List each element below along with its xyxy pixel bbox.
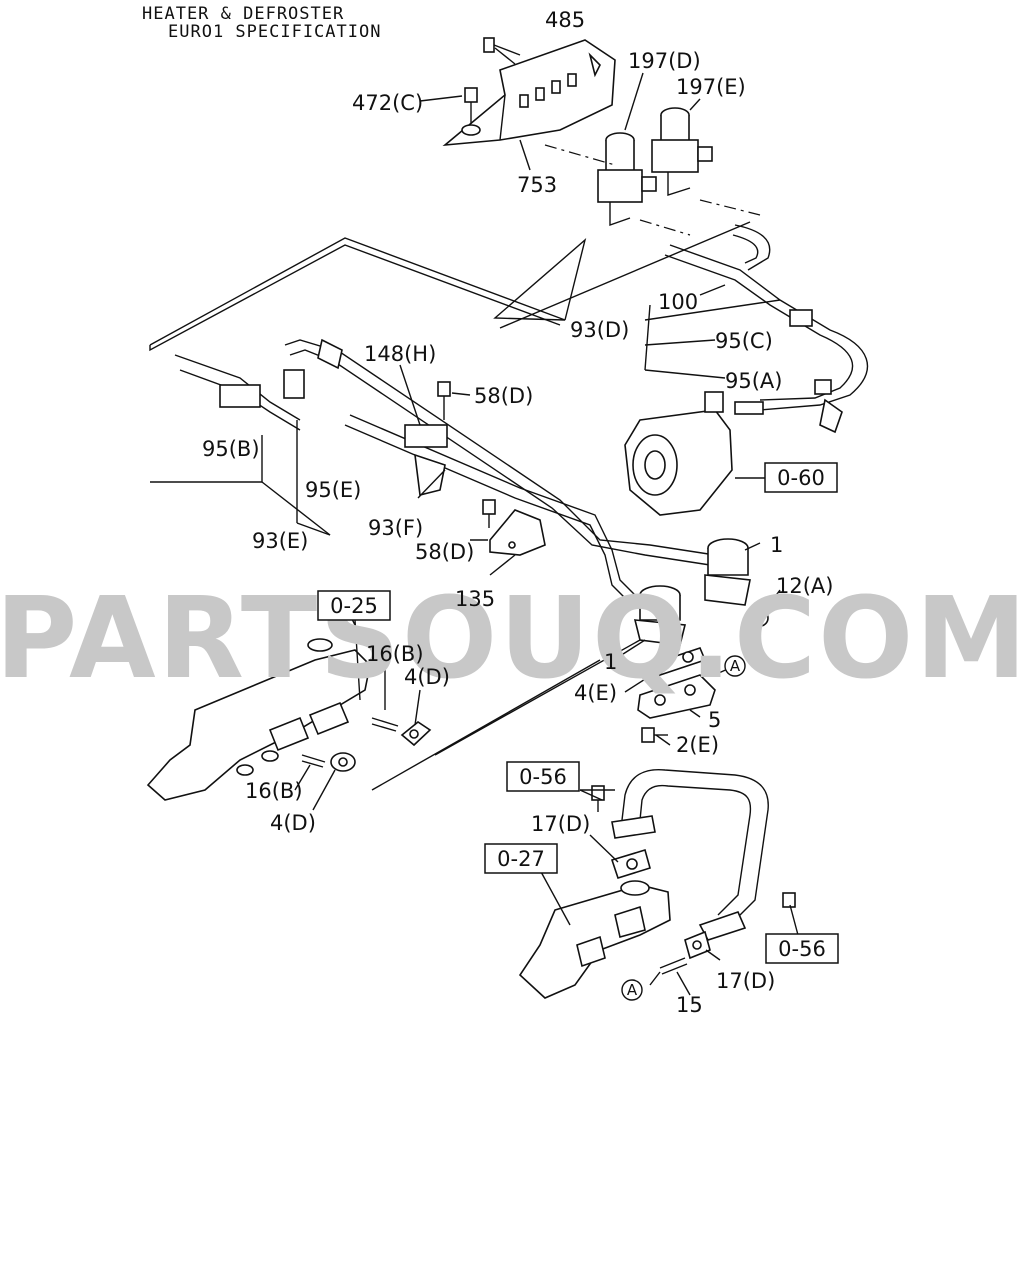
reference-0-60[interactable]: 0-60: [764, 462, 838, 493]
diagram-subtitle: EURO1 SPECIFICATION: [168, 22, 382, 42]
bracket-135: [489, 509, 546, 556]
svg-text:0-25[interactable]: 0-25: [330, 594, 378, 618]
callout-17d-lower: 17(D): [716, 969, 775, 993]
svg-text:A: A: [627, 981, 638, 999]
alternator: [624, 391, 733, 516]
stud-16b-upper: [371, 717, 399, 732]
reference-0-25[interactable]: 0-25: [317, 590, 391, 621]
pipe-5: [637, 674, 716, 719]
hose-assembly: [664, 224, 869, 434]
callout-485: 485: [545, 8, 585, 32]
callout-753: 753: [517, 173, 557, 197]
bracket-753: [442, 39, 616, 147]
egr-pipe-assembly: [591, 768, 796, 941]
callout-12a: 12(A): [776, 574, 833, 598]
egr-valve-upper: [704, 538, 751, 606]
callout-1-lower: 1: [604, 650, 617, 674]
gasket-4d-lower: [330, 752, 356, 772]
svg-text:0-56[interactable]: 0-56: [778, 937, 826, 961]
callout-5: 5: [708, 708, 721, 732]
callout-15: 15: [676, 993, 703, 1017]
exhaust-manifold-lower: [518, 880, 671, 999]
callout-95a: 95(A): [725, 369, 782, 393]
solenoid-valve-197d: [597, 132, 657, 226]
hose-95b-cluster: [174, 338, 716, 606]
marker-a-upper: A: [724, 655, 746, 677]
bolt-58d-upper: [437, 381, 451, 420]
solenoid-valve-197e: [651, 107, 713, 196]
callout-4e: 4(E): [574, 681, 617, 705]
callout-197d: 197(D): [628, 49, 701, 73]
stud-16b-lower: [301, 754, 326, 768]
watermark: PARTSOUQ.COM: [0, 574, 1024, 704]
egr-valve-lower: [633, 585, 687, 646]
callout-95e: 95(E): [305, 478, 361, 502]
gasket-4e: [638, 647, 707, 681]
callout-93d: 93(D): [570, 318, 629, 342]
callout-16b-upper: 16(B): [366, 642, 424, 666]
gasket-17d-upper: [610, 848, 651, 879]
bolt-485: [483, 37, 521, 56]
callout-1-upper: 1: [770, 533, 783, 557]
callout-16b-lower: 16(B): [245, 779, 303, 803]
svg-text:0-27[interactable]: 0-27: [497, 847, 545, 871]
bolt-472c: [461, 87, 481, 136]
callout-135: 135: [455, 587, 495, 611]
callout-17d-upper: 17(D): [531, 812, 590, 836]
nut-12a: [751, 609, 769, 627]
reference-0-27[interactable]: 0-27: [484, 843, 558, 874]
svg-text:0-60[interactable]: 0-60: [777, 466, 825, 490]
callout-4d-upper: 4(D): [404, 665, 450, 689]
bolt-2e: [641, 727, 668, 743]
callout-58d-upper: 58(D): [474, 384, 533, 408]
marker-a-lower: A: [621, 979, 643, 1001]
exhaust-manifold-upper: [146, 638, 371, 801]
svg-text:0-56[interactable]: 0-56: [519, 765, 567, 789]
callout-93e: 93(E): [252, 529, 308, 553]
callout-95c: 95(C): [715, 329, 773, 353]
callout-2e: 2(E): [676, 733, 719, 757]
callout-58d-lower: 58(D): [415, 540, 474, 564]
callout-93f: 93(F): [368, 516, 423, 540]
callout-95b: 95(B): [202, 437, 260, 461]
callout-100: 100: [658, 290, 698, 314]
callout-197e: 197(E): [676, 75, 746, 99]
callout-4d-lower: 4(D): [270, 811, 316, 835]
stud-15: [659, 957, 688, 975]
gasket-17d-lower: [684, 930, 711, 960]
svg-text:A: A: [730, 657, 741, 675]
reference-0-56-lower[interactable]: 0-56: [765, 933, 839, 964]
callout-472c: 472(C): [352, 91, 423, 115]
diagram-title: HEATER & DEFROSTER: [142, 4, 345, 24]
bolt-58d-lower: [482, 499, 496, 528]
callout-148h: 148(H): [364, 342, 436, 366]
gasket-4d-upper: [400, 721, 432, 747]
reference-0-56-upper[interactable]: 0-56: [506, 761, 580, 792]
